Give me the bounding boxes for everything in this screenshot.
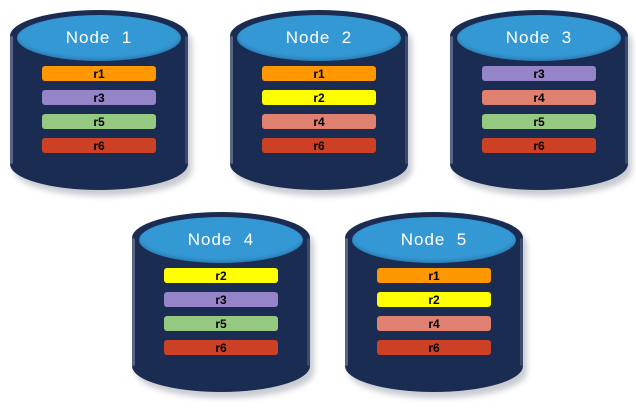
shard-bar-r2[interactable]: r2: [377, 292, 491, 307]
database-node[interactable]: Node 2 r1 r2 r4 r6: [230, 10, 412, 196]
cylinder-left-highlight: [10, 36, 13, 164]
shard-list: r1 r2 r4 r6: [262, 66, 376, 153]
cylinder-top-ellipse: [457, 15, 621, 61]
node-title: Node 2: [285, 28, 353, 47]
cylinder-right-highlight: [520, 238, 523, 366]
node-title: Node 5: [400, 230, 468, 249]
shard-label: r6: [215, 340, 227, 355]
shard-label: r3: [215, 292, 227, 307]
cylinder-left-highlight: [450, 36, 453, 164]
shard-label: r1: [313, 66, 325, 81]
shard-label: r6: [313, 138, 325, 153]
shard-bar-r6[interactable]: r6: [42, 138, 156, 153]
shard-label: r6: [428, 340, 440, 355]
database-node[interactable]: Node 3 r3 r4 r5 r6: [450, 10, 632, 196]
shard-bar-r1[interactable]: r1: [262, 66, 376, 81]
shard-label: r5: [533, 114, 545, 129]
shard-bar-r5[interactable]: r5: [42, 114, 156, 129]
shard-list: r1 r2 r4 r6: [377, 268, 491, 355]
shard-bar-r3[interactable]: r3: [164, 292, 278, 307]
cylinder-right-highlight: [405, 36, 408, 164]
database-node[interactable]: Node 5 r1 r2 r4 r6: [345, 212, 527, 398]
database-node[interactable]: Node 1 r1 r3 r5 r6: [10, 10, 192, 196]
shard-label: r3: [533, 66, 545, 81]
shard-bar-r6[interactable]: r6: [262, 138, 376, 153]
shard-bar-r6[interactable]: r6: [164, 340, 278, 355]
shard-label: r4: [313, 114, 325, 129]
shard-bar-r5[interactable]: r5: [164, 316, 278, 331]
shard-bar-r5[interactable]: r5: [482, 114, 596, 129]
node-title: Node 4: [187, 230, 255, 249]
node-title: Node 3: [505, 28, 573, 47]
shard-bar-r2[interactable]: r2: [262, 90, 376, 105]
shard-label: r1: [428, 268, 440, 283]
database-node[interactable]: Node 4 r2 r3 r5 r6: [132, 212, 314, 398]
shard-label: r5: [215, 316, 227, 331]
shard-list: r1 r3 r5 r6: [42, 66, 156, 153]
cylinder-right-highlight: [625, 36, 628, 164]
cylinder-top-ellipse: [352, 217, 516, 263]
cylinder-right-highlight: [185, 36, 188, 164]
shard-label: r6: [93, 138, 105, 153]
shard-label: r4: [533, 90, 545, 105]
shard-label: r2: [215, 268, 227, 283]
shard-bar-r3[interactable]: r3: [42, 90, 156, 105]
cylinder-top-ellipse: [17, 15, 181, 61]
shard-bar-r4[interactable]: r4: [262, 114, 376, 129]
shard-label: r2: [313, 90, 325, 105]
shard-label: r6: [533, 138, 545, 153]
cylinder-left-highlight: [230, 36, 233, 164]
shard-label: r4: [428, 316, 440, 331]
cylinder-top-ellipse: [139, 217, 303, 263]
shard-bar-r6[interactable]: r6: [482, 138, 596, 153]
cylinder-top-ellipse: [237, 15, 401, 61]
shard-bar-r4[interactable]: r4: [377, 316, 491, 331]
shard-bar-r1[interactable]: r1: [42, 66, 156, 81]
shard-bar-r6[interactable]: r6: [377, 340, 491, 355]
cylinder-right-highlight: [307, 238, 310, 366]
shard-list: r3 r4 r5 r6: [482, 66, 596, 153]
cylinder-left-highlight: [345, 238, 348, 366]
node-title: Node 1: [65, 28, 133, 47]
shard-bar-r2[interactable]: r2: [164, 268, 278, 283]
shard-label: r1: [93, 66, 105, 81]
shard-bar-r1[interactable]: r1: [377, 268, 491, 283]
shard-bar-r4[interactable]: r4: [482, 90, 596, 105]
shard-list: r2 r3 r5 r6: [164, 268, 278, 355]
shard-label: r3: [93, 90, 105, 105]
shard-label: r2: [428, 292, 440, 307]
shard-bar-r3[interactable]: r3: [482, 66, 596, 81]
cylinder-left-highlight: [132, 238, 135, 366]
shard-label: r5: [93, 114, 105, 129]
